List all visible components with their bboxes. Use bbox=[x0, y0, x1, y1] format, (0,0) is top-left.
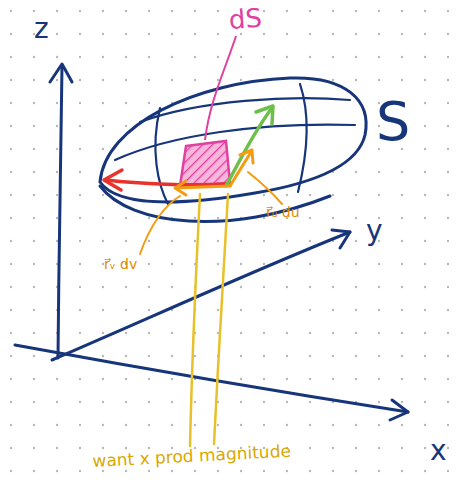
cross-product-leader bbox=[190, 194, 200, 446]
y-arrowhead bbox=[332, 230, 350, 248]
axis-label: z bbox=[34, 14, 49, 45]
note-label: want x prod magnitude bbox=[92, 442, 291, 471]
rv-arrowhead bbox=[175, 181, 186, 195]
z-arrowhead bbox=[50, 64, 72, 82]
v-curve bbox=[106, 180, 230, 185]
surface-grid-line bbox=[140, 98, 350, 122]
vector-label: r⃗ᵤ du bbox=[266, 205, 300, 220]
z-axis bbox=[58, 66, 62, 358]
axis-label: x bbox=[430, 436, 447, 467]
ru-arrowhead bbox=[240, 150, 253, 163]
vector-label: r⃗ᵥ dv bbox=[104, 257, 137, 272]
surface-outline bbox=[100, 78, 366, 202]
ru-vector bbox=[230, 152, 251, 186]
surface-label: S bbox=[376, 92, 410, 151]
ds-patch bbox=[180, 141, 230, 186]
ds-leader bbox=[205, 36, 236, 140]
x-arrowhead bbox=[390, 400, 408, 420]
surface-grid-line bbox=[115, 125, 355, 160]
surface-lower-edge bbox=[100, 186, 330, 221]
rv-vector bbox=[176, 186, 230, 188]
surface-grid-line bbox=[155, 108, 168, 204]
axis-label: y bbox=[366, 216, 383, 247]
ru-leader bbox=[248, 172, 282, 204]
surface-element-label: dS bbox=[228, 4, 263, 35]
v-arrowhead bbox=[104, 170, 122, 190]
cross-product-leader bbox=[214, 194, 228, 444]
rv-leader bbox=[140, 196, 180, 254]
y-axis bbox=[52, 232, 350, 360]
u-arrowhead bbox=[256, 106, 273, 124]
u-curve bbox=[226, 108, 272, 186]
x-axis bbox=[15, 345, 408, 412]
surface-grid-line bbox=[298, 84, 307, 192]
